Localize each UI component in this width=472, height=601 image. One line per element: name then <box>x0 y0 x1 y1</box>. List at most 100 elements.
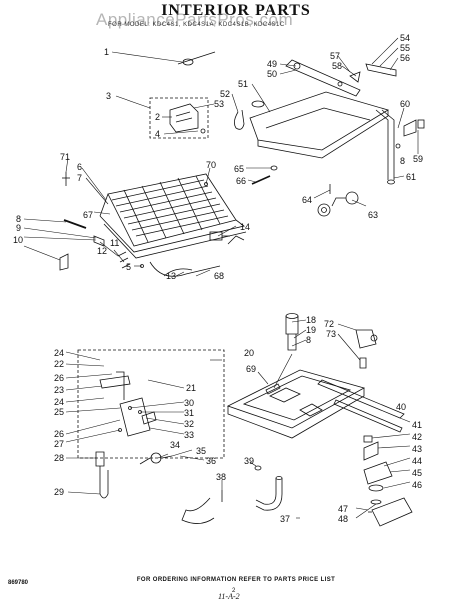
callout-54: 54 <box>400 33 410 43</box>
part-rod-1 <box>177 51 216 66</box>
callout-8-bottom: 8 <box>306 335 311 345</box>
part-cord-68 <box>149 261 221 277</box>
callout-32: 32 <box>184 419 194 429</box>
part-fasteners-64-66 <box>251 165 331 194</box>
callout-11: 11 <box>110 238 119 248</box>
callout-18: 18 <box>306 315 316 325</box>
callout-65: 65 <box>234 164 244 174</box>
callout-24-mid: 24 <box>54 397 64 407</box>
part-fitting-72 <box>355 329 378 369</box>
part-plug-14 <box>209 231 245 245</box>
callout-47: 47 <box>338 504 348 514</box>
callout-13: 13 <box>166 271 176 281</box>
handwritten-note: 11-A-2 <box>218 592 240 601</box>
callout-70: 70 <box>206 160 216 170</box>
part-bracket-assembly <box>149 97 209 139</box>
part-hose-37 <box>221 465 283 511</box>
callout-51: 51 <box>238 79 248 89</box>
callout-63: 63 <box>368 210 378 220</box>
document-code: 869780 <box>8 580 29 586</box>
callout-49: 49 <box>267 59 277 69</box>
callout-9: 9 <box>16 223 21 233</box>
callout-8-top-right: 8 <box>400 156 405 166</box>
part-ice-rack-67 <box>99 173 247 259</box>
part-base-pan-69 <box>226 369 366 439</box>
callout-34: 34 <box>170 440 180 450</box>
page-title: INTERIOR PARTS <box>161 2 311 19</box>
callout-24-top: 24 <box>54 348 64 358</box>
callout-67: 67 <box>83 210 93 220</box>
callout-68: 68 <box>214 271 224 281</box>
part-right-components <box>363 435 413 527</box>
callout-20: 20 <box>244 348 254 358</box>
callout-2: 2 <box>155 112 160 122</box>
callout-46: 46 <box>412 480 422 490</box>
callout-37: 37 <box>280 514 290 524</box>
part-drain-tube-61 <box>375 109 425 185</box>
callout-61: 61 <box>406 172 416 182</box>
model-subtitle: FOR MODEL: KDC4S1, KDC4S1A, KDC4S1B, KDC… <box>108 22 285 28</box>
callout-5: 5 <box>126 262 131 272</box>
callout-3: 3 <box>106 91 111 101</box>
part-cord-38 <box>181 497 215 524</box>
callout-43: 43 <box>412 444 422 454</box>
part-bolt-8-bottom <box>265 383 281 395</box>
callout-69: 69 <box>246 364 256 374</box>
callout-14: 14 <box>240 222 250 232</box>
callout-12: 12 <box>97 246 107 256</box>
leader-lines <box>23 37 419 519</box>
callout-39: 39 <box>244 456 254 466</box>
callout-48: 48 <box>338 514 348 524</box>
callout-64: 64 <box>302 195 312 205</box>
part-bolt-71 <box>62 172 70 186</box>
part-tray-51 <box>249 91 389 159</box>
callout-41: 41 <box>412 420 422 430</box>
callout-7: 7 <box>77 173 82 183</box>
callout-52: 52 <box>220 89 230 99</box>
callout-57: 57 <box>330 51 340 61</box>
part-cord-13 <box>163 268 193 277</box>
callout-45: 45 <box>412 468 422 478</box>
page-number: 2 <box>232 588 236 594</box>
part-bar-49 <box>285 59 361 97</box>
callout-21: 21 <box>186 383 196 393</box>
callout-26-top: 26 <box>54 373 64 383</box>
callout-42: 42 <box>412 432 422 442</box>
part-switch-assembly <box>77 349 225 499</box>
callout-22: 22 <box>54 359 64 369</box>
part-clip-54 <box>349 63 397 83</box>
watermark: AppliancePartsPros.com <box>96 10 294 29</box>
part-hook-52 <box>234 109 245 130</box>
part-motor-63 <box>317 191 359 217</box>
callout-10: 10 <box>13 235 23 245</box>
callout-1: 1 <box>104 47 109 57</box>
callout-28: 28 <box>54 453 64 463</box>
callout-4: 4 <box>155 129 160 139</box>
callout-19: 19 <box>306 325 316 335</box>
callout-44: 44 <box>412 456 422 466</box>
callout-53: 53 <box>214 99 224 109</box>
callout-26-bottom: 26 <box>54 429 64 439</box>
callout-35: 35 <box>196 446 206 456</box>
footer-note: FOR ORDERING INFORMATION REFER TO PARTS … <box>136 577 336 583</box>
callout-50: 50 <box>267 69 277 79</box>
part-cylinder-18 <box>285 313 299 351</box>
callout-66: 66 <box>236 176 246 186</box>
callout-33: 33 <box>184 430 194 440</box>
callout-27: 27 <box>54 439 64 449</box>
callout-31: 31 <box>184 408 194 418</box>
callout-59: 59 <box>413 154 423 164</box>
callout-36: 36 <box>206 456 216 466</box>
part-rail-41 <box>317 379 405 433</box>
callout-58: 58 <box>332 61 342 71</box>
callout-40: 40 <box>396 402 406 412</box>
callout-71: 71 <box>60 152 70 162</box>
callout-30: 30 <box>184 398 194 408</box>
callout-8-left: 8 <box>16 214 21 224</box>
callout-29: 29 <box>54 487 64 497</box>
callout-73: 73 <box>326 329 336 339</box>
part-70 <box>204 182 208 186</box>
callout-25: 25 <box>54 407 64 417</box>
callout-6: 6 <box>77 162 82 172</box>
